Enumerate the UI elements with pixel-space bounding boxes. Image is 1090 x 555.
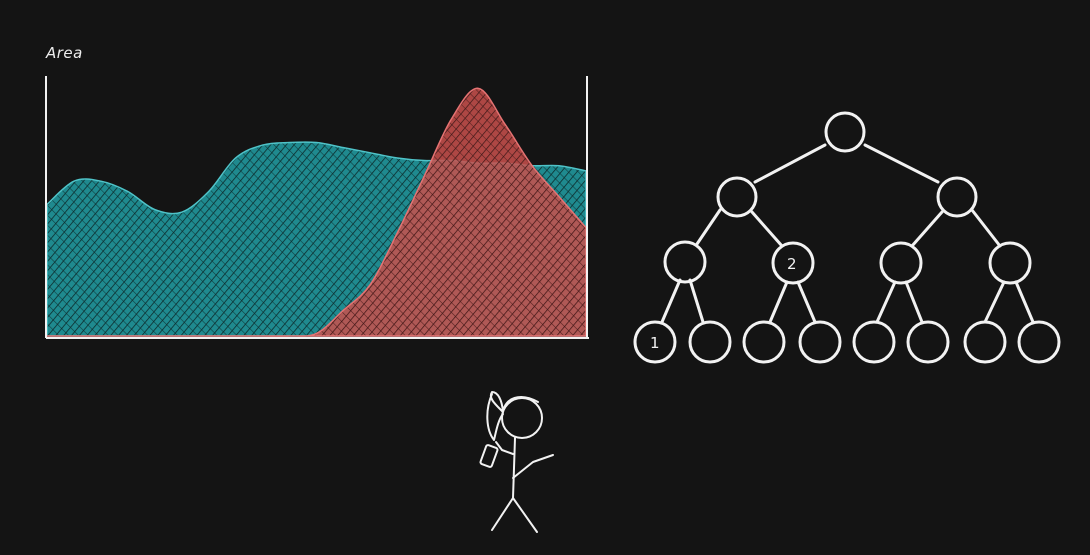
tree-node-leaf	[1017, 320, 1061, 364]
area-outline	[47, 87, 587, 337]
tree-node	[988, 241, 1032, 285]
figure-head	[501, 397, 543, 439]
tree-node-leaf	[742, 320, 786, 364]
tree-node-root	[824, 111, 866, 153]
tree-node	[771, 241, 815, 285]
tree-edge	[875, 280, 897, 324]
chart-title: Area	[46, 44, 83, 62]
tree-edge	[753, 143, 827, 184]
tree-node-label: 1	[650, 334, 660, 352]
tree-edge	[1014, 280, 1035, 324]
tree-node-leaf	[688, 320, 732, 364]
tree-node-leaf	[798, 320, 842, 364]
figure-phone	[479, 444, 499, 468]
tree-edge	[970, 208, 1002, 248]
tree-node	[716, 176, 758, 218]
tree-node-leaf	[906, 320, 950, 364]
tree-node-leaf	[633, 320, 677, 364]
tree-edge	[904, 280, 924, 324]
tree-node	[879, 241, 923, 285]
tree-edge	[796, 280, 817, 324]
tree-edge	[660, 278, 682, 324]
tree-node-label: 2	[787, 255, 797, 273]
tree-node-leaf	[963, 320, 1007, 364]
tree-node-leaf	[852, 320, 896, 364]
figure-leg-left	[491, 497, 514, 531]
figure-hair	[486, 391, 539, 441]
area-series-2	[47, 87, 587, 337]
series-layer	[46, 87, 587, 337]
tree-edge	[688, 278, 705, 324]
tree-node	[663, 240, 707, 284]
tree-edge	[695, 208, 722, 246]
figure-body	[512, 437, 516, 499]
tree-edge	[910, 210, 944, 248]
figure-arm-left	[495, 441, 514, 455]
figure-arm-right	[512, 454, 554, 479]
tree-edge	[863, 143, 940, 184]
tree-edge	[768, 280, 789, 324]
tree-node	[936, 176, 978, 218]
tree-edge	[983, 280, 1006, 324]
tree-edge	[750, 210, 784, 248]
figure-leg-right	[512, 497, 538, 533]
area-crosshatch	[47, 88, 586, 337]
chart-axes	[45, 76, 589, 339]
